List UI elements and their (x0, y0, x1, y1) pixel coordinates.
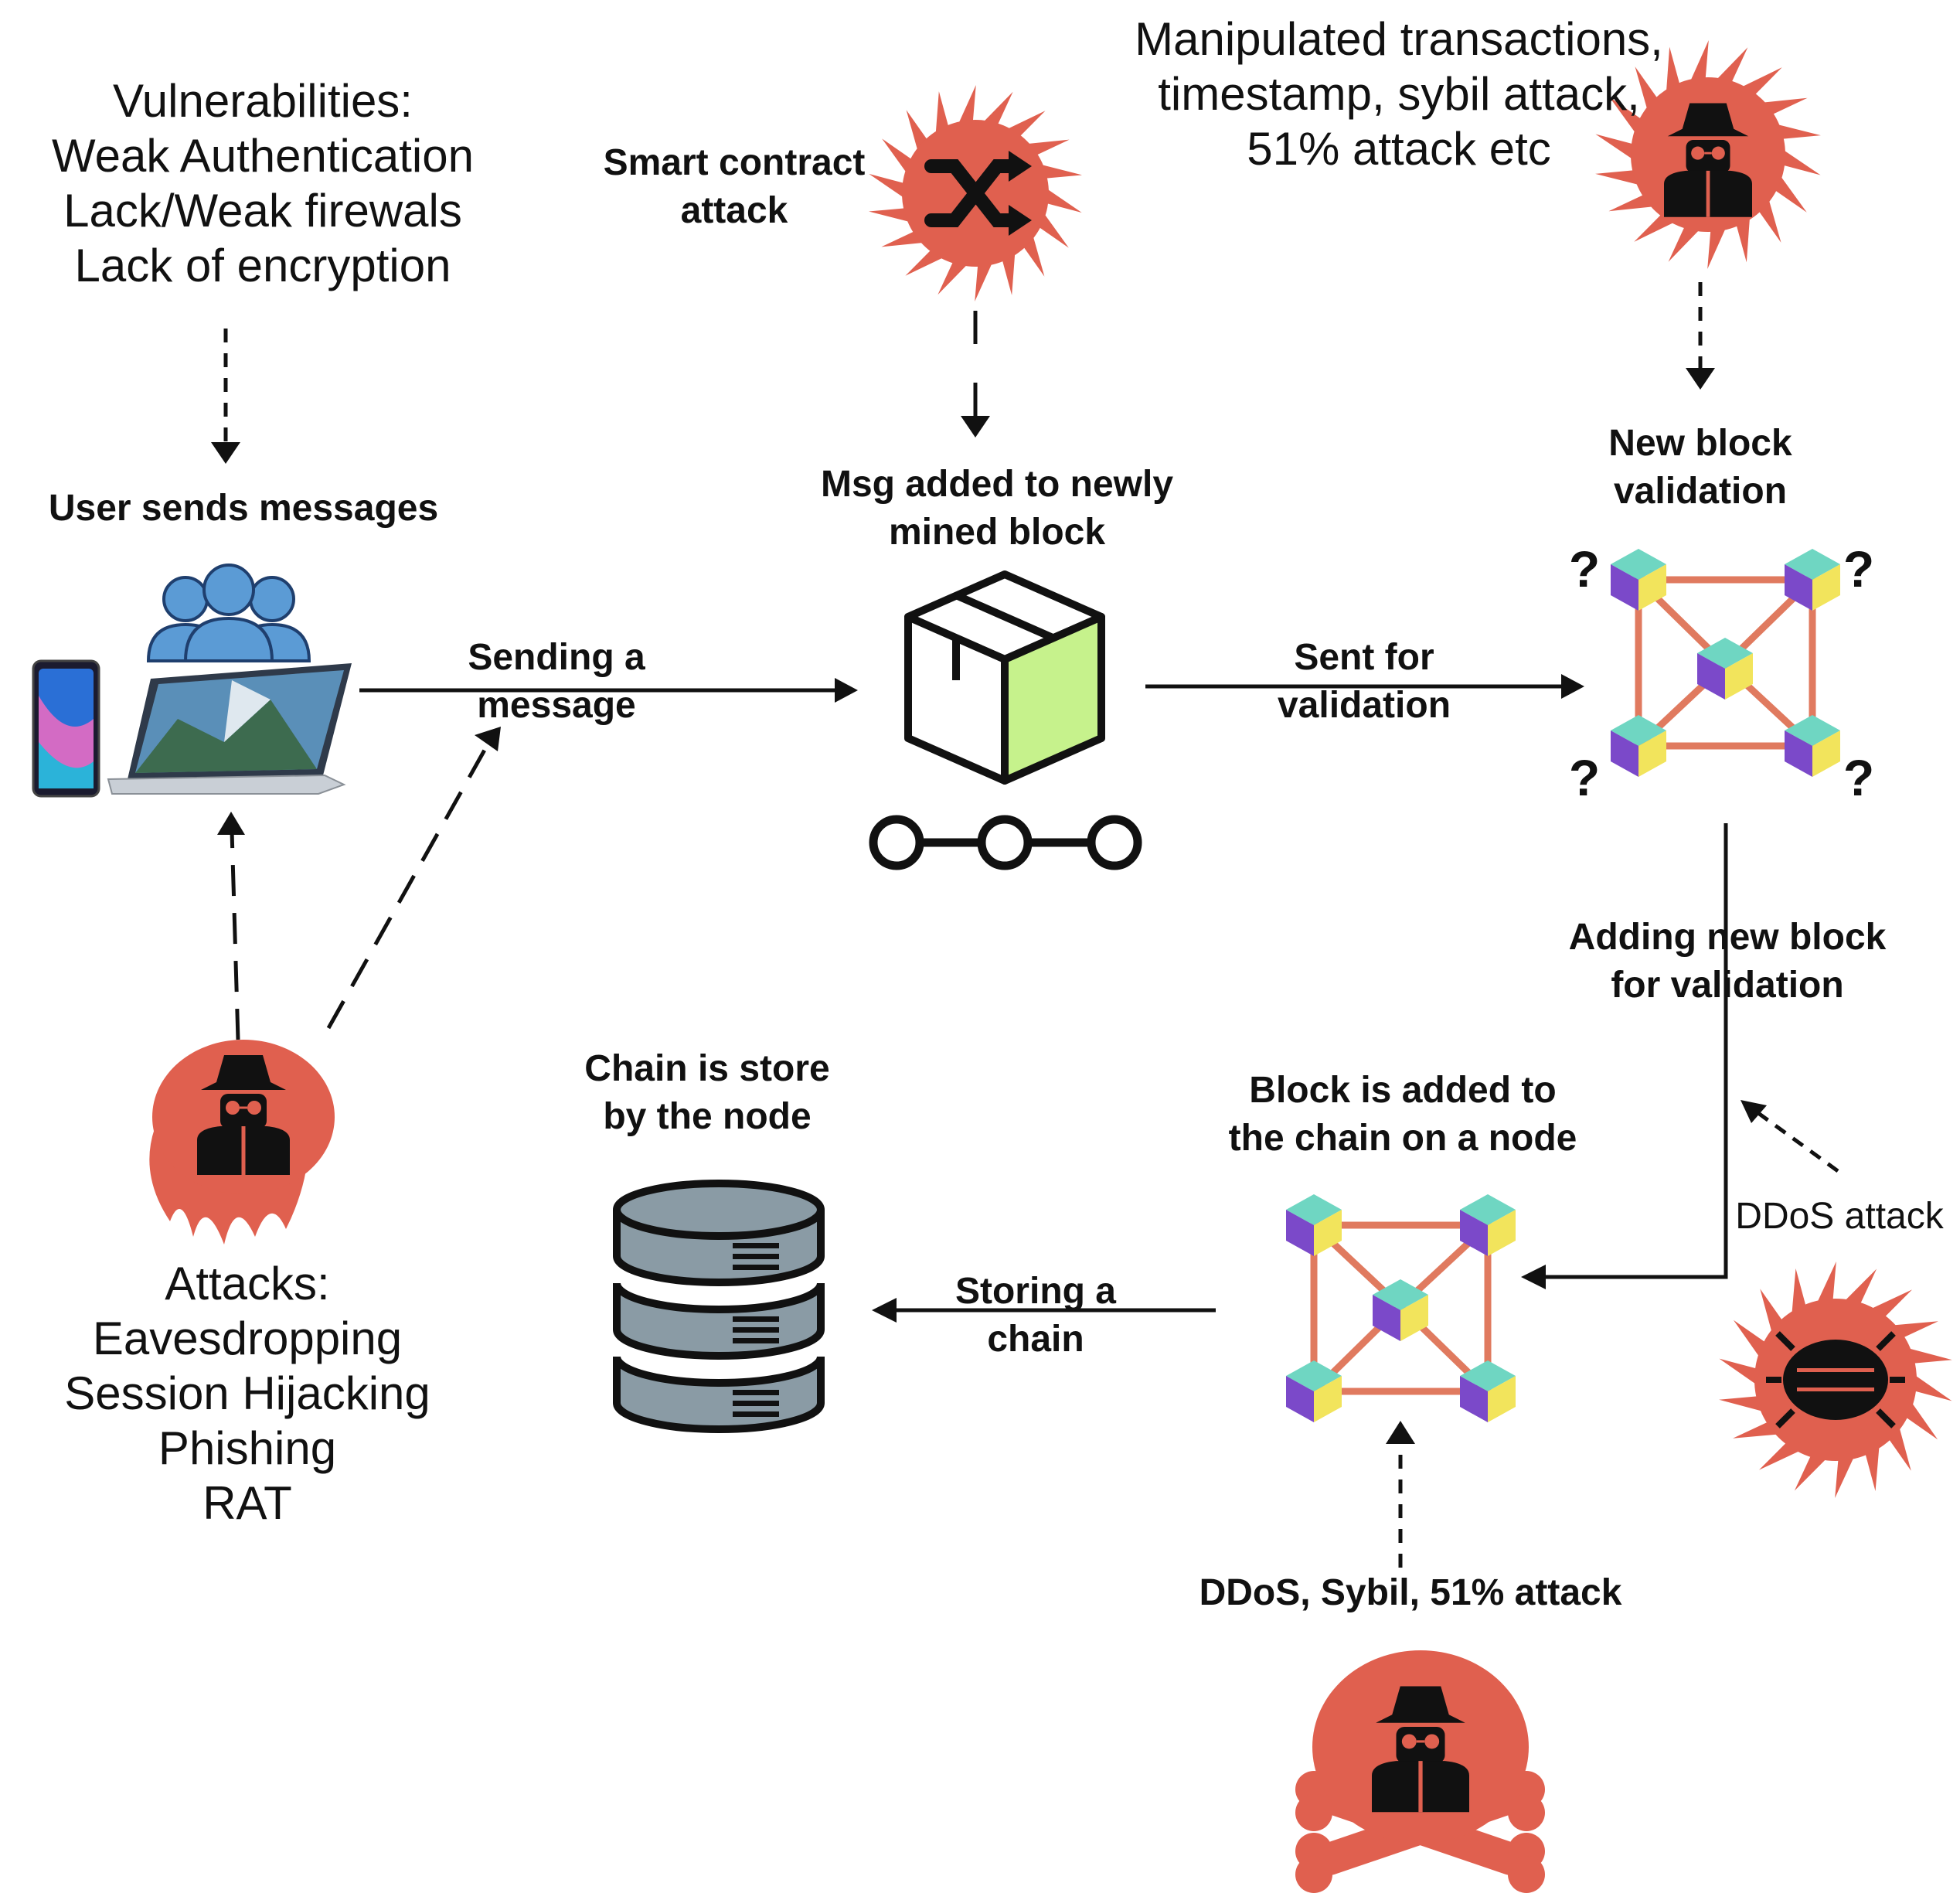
sent-for-validation-label: Sent for validation (1237, 634, 1492, 730)
connector-hacker-to-message (326, 727, 501, 1030)
storing-chain-line: chain (987, 1319, 1084, 1360)
arrow-storing-chain (872, 1298, 1216, 1323)
sending-message-label: Sending a message (433, 634, 680, 730)
question-mark: ? (1568, 749, 1601, 806)
manipulated-line: 51% attack etc (1247, 123, 1551, 175)
bottom-attack-label: DDoS, Sybil, 51% attack (1199, 1572, 1622, 1613)
smart-contract-line: attack (680, 190, 788, 231)
phone-icon (32, 659, 100, 798)
attacks-line: Eavesdropping (92, 1313, 403, 1364)
shuffle-virus-icon (868, 85, 1083, 301)
msg-added-line: Msg added to newly (820, 464, 1174, 505)
adding-new-block-line: Adding new block (1568, 917, 1887, 958)
manipulated-transactions-label: Manipulated transactions, timestamp, syb… (1097, 12, 1700, 176)
block-added-line: the chain on a node (1228, 1118, 1577, 1159)
sending-message-line: Sending a (468, 637, 645, 678)
arrow-sending-message (359, 678, 858, 703)
connector-manipulated-to-validation (1686, 282, 1715, 390)
connector-hacker-to-device (217, 812, 245, 1040)
adding-new-block-label: Adding new block for validation (1546, 914, 1909, 1010)
hacker-icon-bottom-left (149, 1040, 335, 1245)
connector-ddos-attack (1741, 1100, 1839, 1173)
arrow-sent-for-validation (1145, 674, 1584, 699)
new-block-validation-label: New block validation (1546, 420, 1855, 516)
smart-contract-attack-label: Smart contract attack (572, 139, 897, 235)
blockchain-network-icon (1611, 549, 1840, 777)
msg-added-label: Msg added to newly mined block (773, 461, 1221, 557)
vulnerabilities-line: Lack of encryption (74, 240, 451, 291)
block-added-line: Block is added to (1249, 1070, 1557, 1111)
question-mark: ? (1843, 540, 1875, 598)
msg-added-line: mined block (888, 512, 1106, 553)
new-block-line: validation (1613, 471, 1788, 512)
hacker-icon (1595, 40, 1821, 269)
vulnerabilities-line: Lack/Weak firewals (63, 185, 462, 237)
smart-contract-line: Smart contract (603, 142, 866, 183)
new-block-line: New block (1608, 423, 1792, 464)
connector-smart-contract-to-block (961, 311, 990, 438)
vulnerabilities-line: Vulnerabilities: (113, 75, 413, 127)
storing-chain-line: Storing a (954, 1271, 1116, 1312)
user-group-icon (146, 564, 311, 662)
attacks-line: Session Hijacking (64, 1367, 430, 1419)
attacks-label: Attacks: Eavesdropping Session Hijacking… (31, 1256, 464, 1531)
bug-virus-icon (1719, 1262, 1952, 1498)
manipulated-line: timestamp, sybil attack, (1158, 68, 1640, 120)
attacks-line: Attacks: (165, 1258, 330, 1309)
chain-stored-label: Chain is store by the node (541, 1045, 873, 1141)
sending-message-line: message (477, 685, 636, 726)
connector-bottom-attack-to-chain (1386, 1421, 1415, 1568)
database-icon (613, 1180, 825, 1433)
ddos-attack-label: DDoS attack (1735, 1196, 1944, 1237)
storing-chain-label: Storing a chain (912, 1268, 1159, 1364)
laptop-icon (107, 663, 352, 795)
chain-links-icon (869, 815, 1142, 870)
chain-stored-line: by the node (603, 1096, 812, 1137)
attacks-line: RAT (202, 1477, 292, 1529)
question-mark: ? (1568, 540, 1601, 598)
sent-for-validation-line: Sent for (1294, 637, 1434, 678)
question-mark: ? (1843, 749, 1875, 806)
chain-stored-line: Chain is store (584, 1048, 830, 1089)
vulnerabilities-label: Vulnerabilities: Weak Authentication Lac… (23, 73, 502, 293)
package-box-icon (904, 570, 1105, 785)
user-sends-messages-label: User sends messages (48, 488, 439, 529)
vulnerabilities-line: Weak Authentication (52, 130, 474, 182)
skull-crossbones-icon (1295, 1650, 1545, 1893)
adding-new-block-line: for validation (1611, 965, 1844, 1006)
manipulated-line: Manipulated transactions, (1135, 13, 1663, 65)
sent-for-validation-line: validation (1277, 685, 1451, 726)
connector-vulnerabilities-to-user (211, 329, 240, 464)
arrow-adding-new-block (1521, 823, 1728, 1289)
block-added-label: Block is added to the chain on a node (1190, 1067, 1615, 1163)
chain-network-icon (1286, 1194, 1516, 1422)
attacks-line: Phishing (158, 1422, 337, 1474)
